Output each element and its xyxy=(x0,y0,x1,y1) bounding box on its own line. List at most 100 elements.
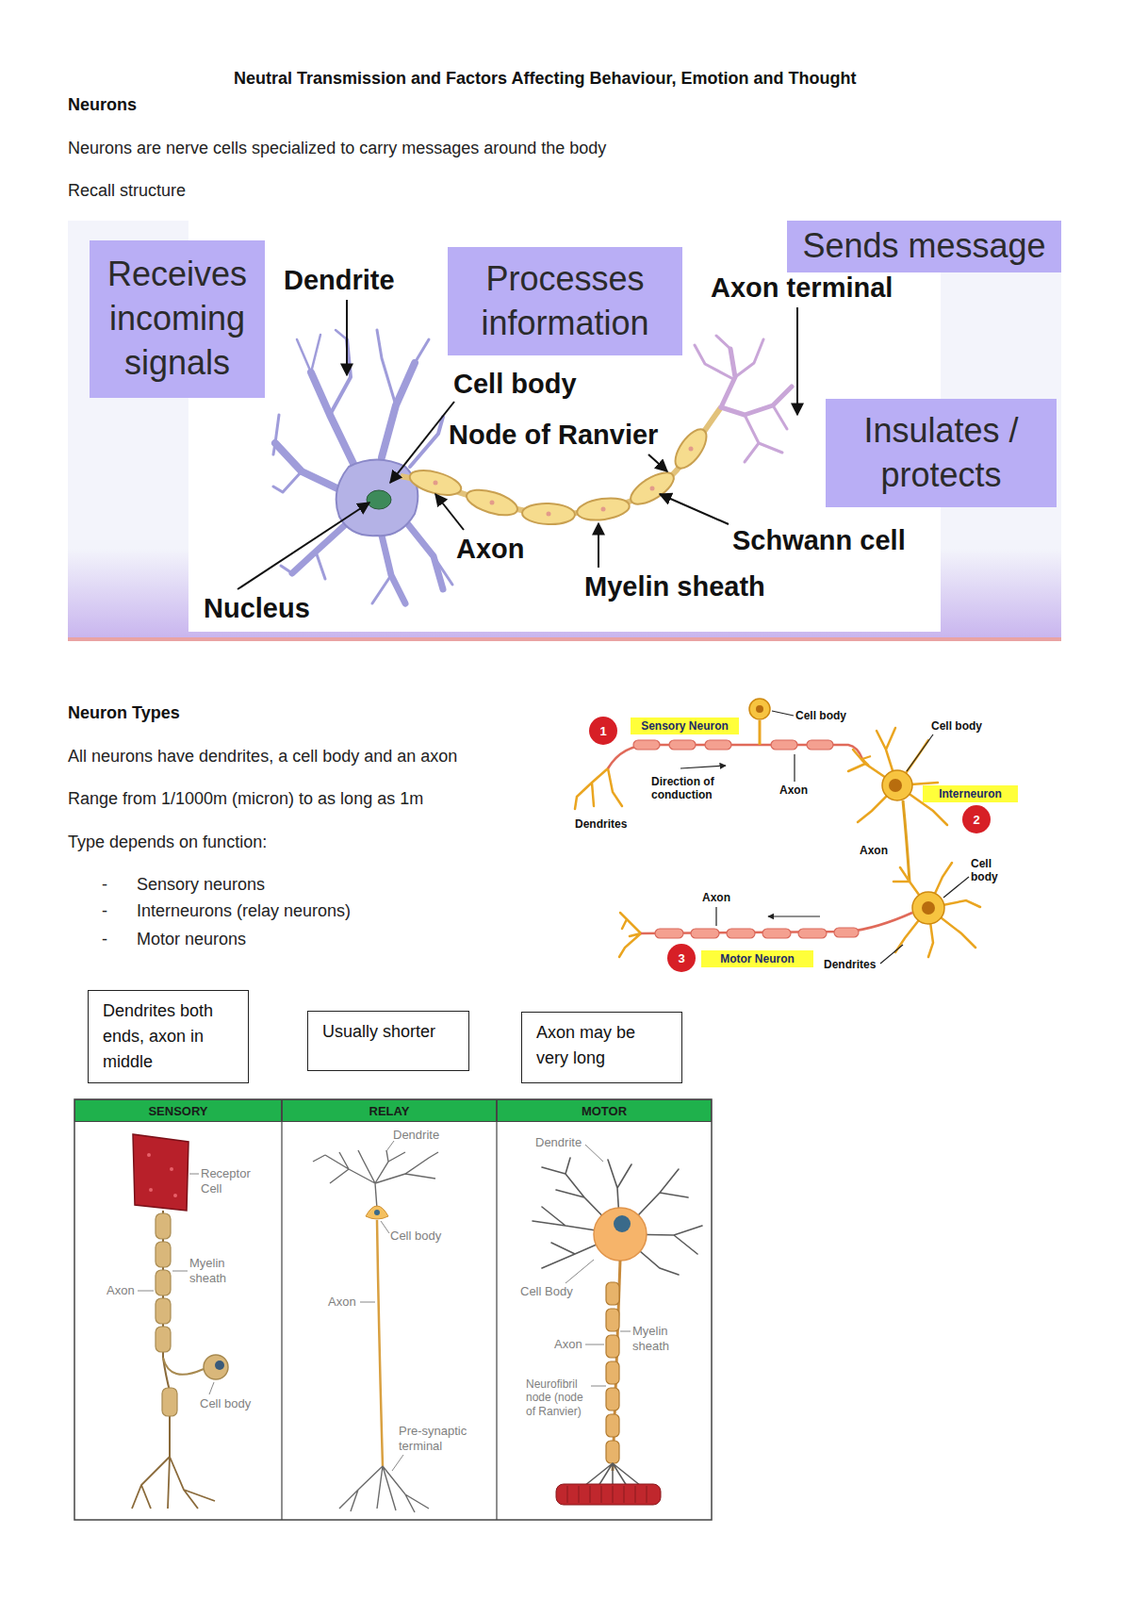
direction-label: Direction of conduction xyxy=(651,774,727,803)
part-label: Dendrite xyxy=(535,1134,582,1150)
part-label: Myelin sheath xyxy=(189,1255,237,1285)
part-label: Axon terminal xyxy=(710,271,893,305)
part-label: Axon xyxy=(106,1282,135,1298)
node-text: Insulates / protects xyxy=(833,409,1050,498)
list-item: Interneurons (relay neurons) xyxy=(136,901,351,922)
function-box: Sends message xyxy=(786,220,1062,273)
part-label: Axon xyxy=(554,1336,583,1352)
node-text: SENSORY xyxy=(147,1103,208,1118)
axon-terminal xyxy=(584,1462,641,1486)
node-text: MOTOR xyxy=(581,1103,627,1118)
part-label: Myelin sheath xyxy=(632,1323,675,1353)
motor-dendrites xyxy=(532,1157,703,1275)
body-text: Range from 1/1000m (micron) to as long a… xyxy=(67,788,424,810)
note-box: Axon may be very long xyxy=(521,1011,683,1083)
part-label: Cell body xyxy=(931,719,983,733)
part-label: Axon xyxy=(456,532,525,566)
myelin-segments xyxy=(633,739,834,750)
part-label: Cell body xyxy=(390,1228,442,1244)
myelin-segments xyxy=(155,1212,178,1416)
part-label: Cell body xyxy=(795,708,847,722)
body-text: Neurons are nerve cells specialized to c… xyxy=(67,138,607,160)
part-label: Neurofibril node (node of Ranvier) xyxy=(525,1376,591,1418)
callout-number: 3 xyxy=(667,943,696,972)
neuron-table xyxy=(74,1098,712,1520)
part-label: Axon xyxy=(779,783,808,797)
part-label: Cell Body xyxy=(520,1283,574,1299)
list-item: Motor neurons xyxy=(136,929,246,951)
node-text: Processes information xyxy=(455,257,675,346)
axon-terminal xyxy=(131,1456,215,1508)
part-label: Cell body xyxy=(199,1395,251,1411)
table-header: RELAY xyxy=(281,1098,497,1122)
nucleus xyxy=(921,901,935,915)
page-title: Neutral Transmission and Factors Affecti… xyxy=(233,68,856,90)
relay-axon xyxy=(377,1219,383,1466)
list-item: Sensory neurons xyxy=(136,874,265,896)
part-label: Dendrites xyxy=(574,817,627,831)
node-text: RELAY xyxy=(369,1103,410,1118)
section-heading: Neurons xyxy=(67,95,137,116)
table-header: SENSORY xyxy=(74,1098,282,1122)
motor-dendrites xyxy=(619,862,981,957)
nucleus xyxy=(888,778,902,792)
dendrite-tree xyxy=(312,1149,439,1209)
list-dash: - xyxy=(101,874,108,896)
node-text: 3 xyxy=(677,950,685,966)
node-text: 2 xyxy=(972,812,980,827)
body-text: All neurons have dendrites, a cell body … xyxy=(67,746,458,768)
part-label: Cell body xyxy=(970,856,1007,885)
sensory-dendrites xyxy=(574,768,623,809)
list-dash: - xyxy=(101,929,108,951)
function-box: Insulates / protects xyxy=(825,398,1057,508)
myelin-segments xyxy=(655,927,859,938)
axon-terminal xyxy=(339,1465,429,1512)
cell-body xyxy=(336,459,419,537)
nucleus xyxy=(613,1214,631,1232)
node-text: Axon may be very long xyxy=(536,1019,668,1071)
muscle-fibre xyxy=(556,1483,661,1505)
part-label: Pre-synaptic terminal xyxy=(398,1423,475,1453)
cell-body xyxy=(912,891,945,924)
nucleus xyxy=(214,1360,225,1370)
body-text: Type depends on function: xyxy=(67,832,267,853)
node-text: Sends message xyxy=(802,224,1046,269)
note-box: Usually shorter xyxy=(307,1010,470,1071)
highlight-label: Motor Neuron xyxy=(701,950,814,968)
part-label: Receptor Cell xyxy=(200,1165,256,1196)
interneuron-dendrites xyxy=(848,727,948,825)
schwann-nuclei xyxy=(433,446,694,517)
cell-body xyxy=(365,1205,389,1219)
callout-number: 2 xyxy=(962,804,991,834)
axon xyxy=(400,407,722,514)
dendrite-tree xyxy=(273,329,453,604)
cell-stalk xyxy=(163,1357,204,1375)
part-label: Myelin sheath xyxy=(584,570,766,604)
part-label: Dendrite xyxy=(393,1127,440,1143)
cell-body xyxy=(203,1354,229,1379)
part-label: Nucleus xyxy=(203,591,311,625)
muscle-stripes xyxy=(567,1485,647,1503)
interneuron-axon xyxy=(902,800,910,882)
leader-lines xyxy=(680,710,969,964)
cell-body xyxy=(749,698,771,720)
nucleus xyxy=(374,1209,380,1215)
list-dash: - xyxy=(101,901,108,922)
section-heading: Neuron Types xyxy=(67,703,181,724)
cell-stalk xyxy=(758,720,762,745)
part-label: Dendrite xyxy=(283,263,395,297)
note-box: Dendrites both ends, axon in middle xyxy=(87,989,249,1083)
receptor-dots xyxy=(147,1152,178,1197)
nucleus xyxy=(366,490,392,509)
panel-ground xyxy=(67,220,1062,641)
leader-lines xyxy=(137,1140,631,1471)
node-text: Dendrites both ends, axon in middle xyxy=(102,998,234,1075)
panel-rule xyxy=(67,637,1062,641)
highlight-label: Interneuron xyxy=(922,785,1018,803)
part-label: Node of Ranvier xyxy=(448,418,658,452)
node-text: Interneuron xyxy=(938,785,1002,803)
function-box: Processes information xyxy=(447,246,683,356)
node-text: Sensory Neuron xyxy=(640,717,729,735)
node-text: Usually shorter xyxy=(322,1018,436,1045)
nucleus xyxy=(755,704,764,713)
